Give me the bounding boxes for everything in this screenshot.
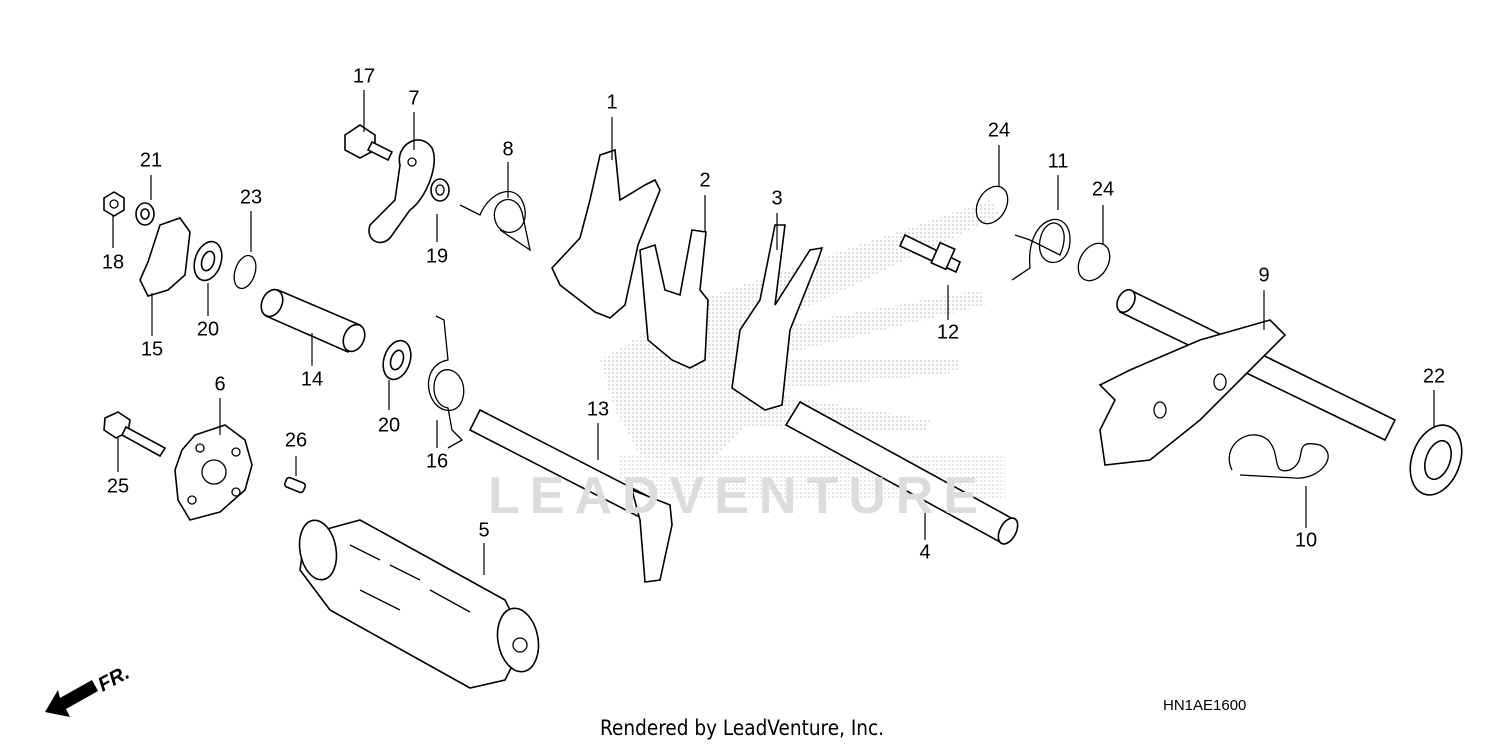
callout-3: 3 xyxy=(771,187,783,210)
callout-20-upper: 20 xyxy=(196,318,220,341)
part-10-spring xyxy=(1228,434,1329,479)
part-24-clip-upper xyxy=(975,185,1009,225)
callout-25: 25 xyxy=(106,475,130,498)
part-12-pin xyxy=(898,233,962,274)
part-15-plate xyxy=(139,217,191,297)
callout-14: 14 xyxy=(300,368,324,391)
part-6-star-plate xyxy=(174,424,253,521)
callout-8: 8 xyxy=(502,138,514,161)
callout-21: 21 xyxy=(139,149,163,172)
leadventure-watermark: LEADVENTURE xyxy=(488,467,989,525)
callout-9: 9 xyxy=(1258,264,1270,287)
part-13-shift-shaft xyxy=(468,408,673,583)
callout-6: 6 xyxy=(214,373,226,396)
callout-5: 5 xyxy=(478,519,490,542)
part-5-shift-drum xyxy=(298,519,540,689)
callout-24-lower: 24 xyxy=(1091,178,1115,201)
part-11-spring xyxy=(1011,218,1071,281)
part-9-shift-arm xyxy=(1098,288,1397,466)
part-1-fork xyxy=(551,148,661,319)
front-direction-arrow-icon xyxy=(45,680,98,717)
callout-20-lower: 20 xyxy=(377,414,401,437)
callout-22: 22 xyxy=(1422,365,1446,388)
callout-7: 7 xyxy=(408,87,420,110)
part-22-oil-seal xyxy=(1409,424,1463,496)
part-14-collar xyxy=(260,288,366,354)
part-16-spring xyxy=(427,315,465,449)
diagram-code: HN1AE1600 xyxy=(1163,697,1247,714)
callout-24-upper: 24 xyxy=(987,119,1011,142)
part-26-dowel-pin xyxy=(283,476,307,494)
callout-12: 12 xyxy=(936,321,960,344)
callout-1: 1 xyxy=(606,91,618,114)
callout-13: 13 xyxy=(586,398,610,421)
callout-11: 11 xyxy=(1047,150,1069,173)
render-credit: Rendered by LeadVenture, Inc. xyxy=(600,716,885,740)
part-23-clip xyxy=(233,254,257,290)
callout-15: 15 xyxy=(140,338,164,361)
callout-17: 17 xyxy=(352,65,376,88)
callout-26: 26 xyxy=(284,429,308,452)
part-4-fork-shaft xyxy=(784,400,1019,545)
part-3-fork xyxy=(731,224,824,411)
part-18-21-nut-washer xyxy=(103,191,155,226)
callout-4: 4 xyxy=(919,541,931,564)
callout-19: 19 xyxy=(425,245,449,268)
leader-lines xyxy=(112,90,1435,575)
part-2-fork xyxy=(639,229,709,369)
callout-23: 23 xyxy=(239,186,263,209)
part-7-arm xyxy=(344,124,450,244)
callout-18: 18 xyxy=(101,251,125,274)
callout-10: 10 xyxy=(1294,529,1318,552)
callout-16: 16 xyxy=(425,450,449,473)
part-8-spring xyxy=(459,190,531,252)
callout-2: 2 xyxy=(699,169,711,192)
part-25-bolt xyxy=(103,411,167,458)
part-20-washer xyxy=(193,240,412,381)
part-24-clip-lower xyxy=(1077,242,1111,282)
